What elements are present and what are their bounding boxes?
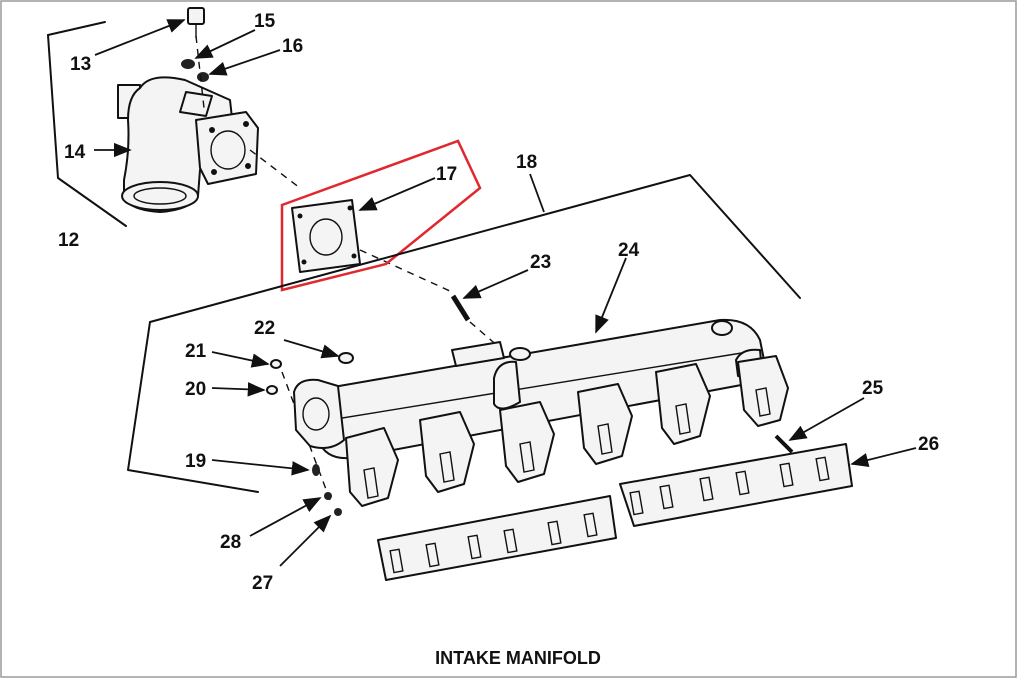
callout-28: 28 <box>220 532 241 553</box>
callout-23: 23 <box>530 252 551 273</box>
part-14-elbow-housing <box>117 76 259 213</box>
callout-19: 19 <box>185 451 206 472</box>
part-26-gasket-front <box>377 495 617 581</box>
part-13-screw <box>187 7 205 38</box>
part-24-manifold-body <box>293 318 789 507</box>
image-border <box>0 0 1017 678</box>
part-15-washer <box>181 59 195 69</box>
callout-16: 16 <box>282 36 303 57</box>
leader-arrows <box>94 19 917 567</box>
callout-15: 15 <box>254 11 276 32</box>
part-27-nut <box>334 508 342 516</box>
callout-22: 22 <box>254 318 275 339</box>
part-22-plug <box>338 352 354 364</box>
part-23-stud <box>450 294 471 322</box>
diagram-caption: INTAKE MANIFOLD <box>435 648 601 668</box>
part-19-fitting <box>312 464 320 476</box>
callout-20: 20 <box>185 379 206 400</box>
highlight-outline <box>280 139 482 292</box>
callout-12: 12 <box>58 230 79 251</box>
callout-24: 24 <box>618 240 640 261</box>
part-28-washer <box>324 492 332 500</box>
part-20-plug <box>266 385 278 395</box>
callout-14: 14 <box>64 142 86 163</box>
callout-21: 21 <box>185 341 207 362</box>
group-12-bracket <box>47 21 127 227</box>
part-21-plug <box>270 359 282 369</box>
callout-13: 13 <box>70 54 91 75</box>
callout-18: 18 <box>516 152 537 173</box>
part-26-gasket-rear <box>619 443 853 527</box>
group-18-bracket <box>127 174 801 493</box>
callouts: 13 15 16 14 12 17 18 23 24 22 21 20 19 2… <box>58 11 939 594</box>
part-25-stud <box>774 434 794 454</box>
callout-25: 25 <box>862 378 884 399</box>
part-17-gasket <box>291 199 361 273</box>
callout-27: 27 <box>252 573 273 594</box>
part-16-nut <box>197 72 209 82</box>
callout-26: 26 <box>918 434 939 455</box>
callout-17: 17 <box>436 164 457 185</box>
